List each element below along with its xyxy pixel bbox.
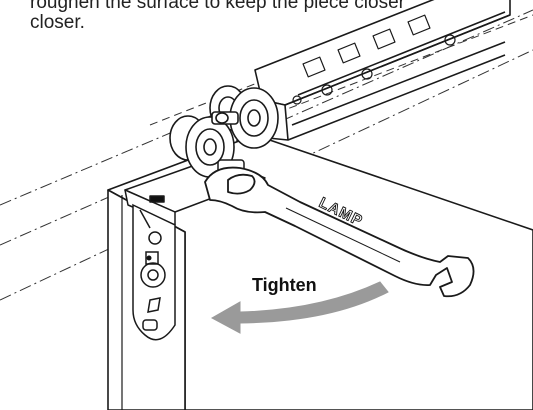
wrench (204, 166, 475, 298)
instruction-caption: roughen the surface to keep the piece cl… (30, 0, 405, 33)
tighten-arrow (210, 281, 389, 334)
caption-line-2: closer. (30, 11, 85, 33)
tighten-label: Tighten (252, 275, 317, 295)
rail-carriage (254, 0, 511, 141)
adjustment-plate (132, 203, 176, 341)
caption-line-1: roughen the surface to keep the piece cl… (30, 0, 405, 13)
hanger-wheels (169, 85, 279, 178)
